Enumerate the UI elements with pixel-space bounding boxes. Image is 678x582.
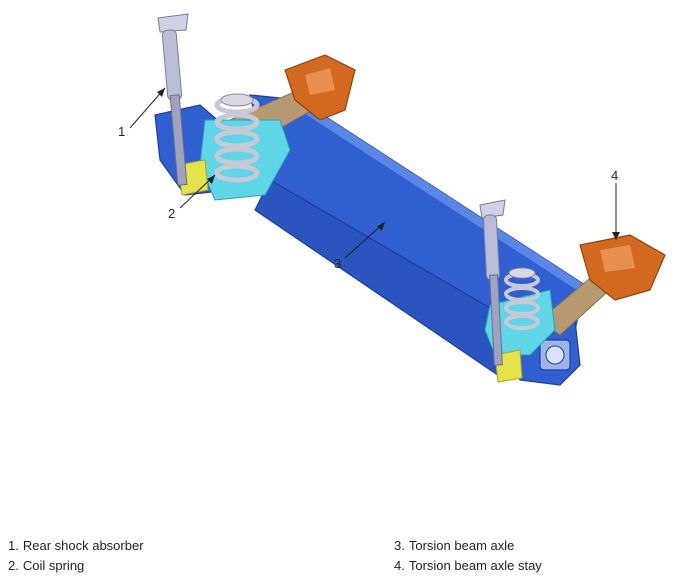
callout-number: 2 bbox=[168, 206, 175, 221]
legend-label: Coil spring bbox=[22, 558, 85, 573]
rear-shock-absorber bbox=[157, 13, 506, 366]
legend-label: Torsion beam axle stay bbox=[408, 558, 542, 573]
legend-label: Rear shock absorber bbox=[22, 538, 144, 553]
legend-item-3: 3.Torsion beam axle bbox=[394, 538, 514, 553]
legend-number: 4. bbox=[394, 558, 405, 573]
legend-number: 1. bbox=[8, 538, 19, 553]
legend-label: Torsion beam axle bbox=[408, 538, 515, 553]
legend-item-4: 4.Torsion beam axle stay bbox=[394, 558, 542, 573]
callout-number: 1 bbox=[118, 124, 125, 139]
callout-3: 3 bbox=[334, 221, 386, 271]
callout-number: 4 bbox=[611, 168, 618, 183]
torsion-beam-axle-diagram: 1 2 3 4 bbox=[118, 13, 666, 386]
legend-number: 2. bbox=[8, 558, 19, 573]
legend-item-1: 1.Rear shock absorber bbox=[8, 538, 144, 553]
legend-number: 3. bbox=[394, 538, 405, 553]
coil-spring bbox=[214, 93, 540, 330]
torsion-beam-axle-stay bbox=[284, 54, 666, 301]
torsion-beam-axle bbox=[154, 94, 586, 386]
callout-2: 2 bbox=[168, 174, 216, 221]
callout-number: 3 bbox=[334, 256, 341, 271]
callout-4: 4 bbox=[611, 168, 620, 240]
legend-item-2: 2.Coil spring bbox=[8, 558, 84, 573]
callout-1: 1 bbox=[118, 87, 166, 139]
